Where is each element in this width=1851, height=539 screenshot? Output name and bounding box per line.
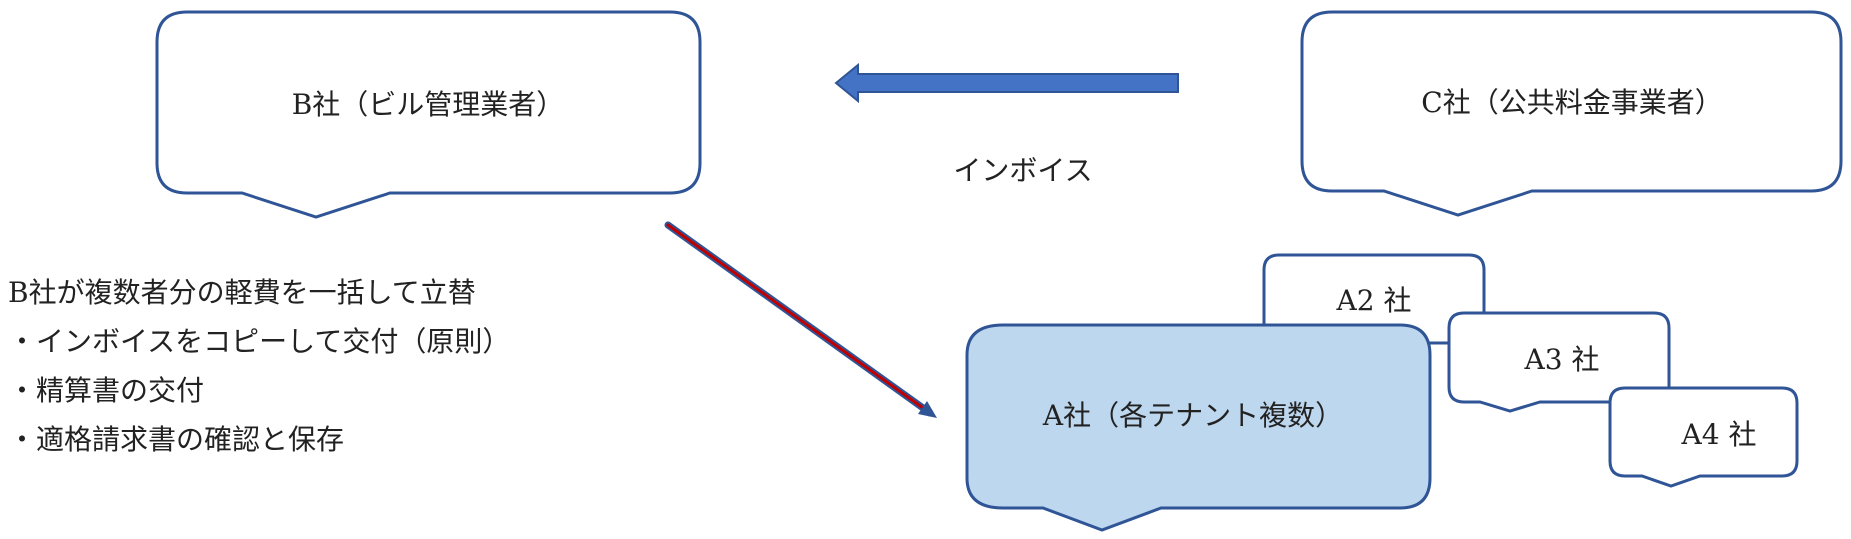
a3-company-label: A3 社 (1524, 343, 1600, 376)
invoice-arrow (834, 62, 1179, 104)
b-company-label: B社（ビル管理業者） (292, 88, 565, 121)
a4-company-label: A4 社 (1681, 418, 1757, 451)
c-company-callout (1300, 10, 1843, 217)
notes-item: ・適格請求書の確認と保存 (8, 423, 345, 456)
b-company-callout (155, 10, 702, 219)
notes-block: B社が複数者分の軽費を一括して立替 ・インボイスをコピーして交付（原則） ・精算… (8, 268, 510, 464)
notes-title: B社が複数者分の軽費を一括して立替 (8, 276, 476, 309)
c-company-label: C社（公共料金事業者） (1421, 86, 1722, 119)
notes-item: ・精算書の交付 (8, 374, 205, 407)
a4-company-callout (1608, 386, 1799, 488)
a-company-label: A社（各テナント複数） (1042, 399, 1343, 432)
a-company-callout (965, 323, 1432, 532)
diagonal-arrow (664, 221, 937, 418)
invoice-label: インボイス (953, 154, 1092, 187)
a2-company-label: A2 社 (1336, 284, 1412, 317)
a3-company-callout (1447, 311, 1671, 413)
notes-item: ・インボイスをコピーして交付（原則） (8, 325, 511, 358)
